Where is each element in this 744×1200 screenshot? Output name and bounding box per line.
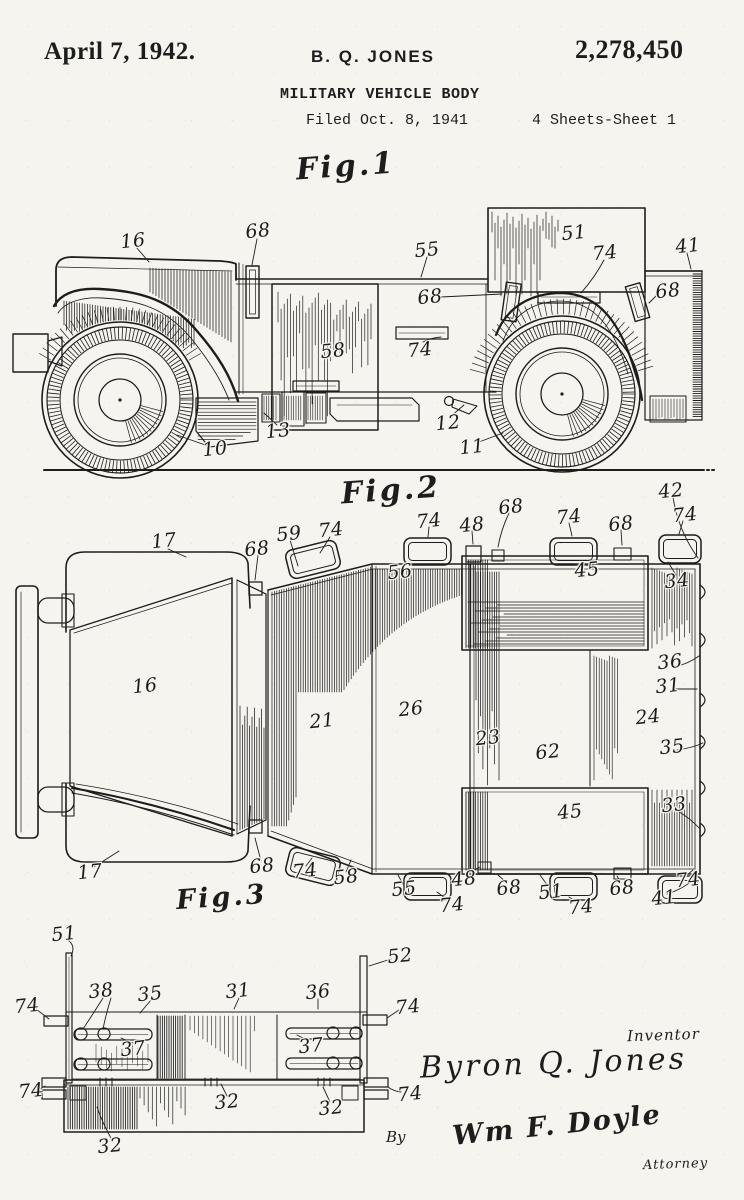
ref-numeral-fig3-52: 52 — [386, 943, 414, 969]
ref-numeral-fig1-68: 68 — [244, 218, 272, 244]
ref-numeral-fig3-74: 74 — [396, 1081, 424, 1107]
attorney-caption: Attorney — [642, 1155, 709, 1174]
ref-numeral-fig2-35: 35 — [658, 734, 686, 760]
ref-numeral-fig2-59: 59 — [275, 521, 303, 547]
patent-number: 2,278,450 — [575, 35, 684, 64]
ref-numeral-fig2-42: 42 — [657, 478, 685, 504]
ref-numeral-fig3-35: 35 — [136, 981, 164, 1007]
ref-numeral-fig2-68: 68 — [495, 875, 523, 901]
ref-numeral-fig2-48: 48 — [450, 866, 478, 892]
fig3-hatching — [67, 1015, 255, 1130]
ref-numeral-fig2-23: 23 — [474, 725, 502, 751]
ref-numeral-fig3-37: 37 — [297, 1033, 325, 1059]
ref-numeral-fig2-17: 17 — [76, 859, 104, 885]
ref-numeral-fig1-41: 41 — [674, 233, 702, 259]
ref-numeral-fig2-41: 41 — [650, 885, 678, 911]
ref-numeral-fig2-56: 56 — [386, 559, 414, 585]
ref-numeral-fig1-12: 12 — [434, 410, 462, 436]
ref-numeral-fig3-32: 32 — [317, 1095, 345, 1121]
filing-date: Filed Oct. 8, 1941 — [306, 112, 469, 129]
ref-numeral-fig3-74: 74 — [394, 994, 422, 1020]
ref-numeral-fig1-58: 58 — [319, 338, 347, 364]
ref-numeral-fig1-68: 68 — [654, 278, 682, 304]
patent-title: MILITARY VEHICLE BODY — [280, 86, 480, 103]
ref-numeral-fig2-21: 21 — [308, 708, 336, 734]
ref-numeral-fig2-68: 68 — [497, 494, 525, 520]
inventor-name: B. Q. JONES — [311, 47, 436, 66]
ref-numeral-fig1-16: 16 — [119, 228, 147, 254]
ref-numeral-fig2-68: 68 — [248, 853, 276, 879]
ref-numeral-fig2-74: 74 — [555, 504, 583, 530]
ref-numeral-fig2-68: 68 — [243, 536, 271, 562]
ref-numeral-fig2-45: 45 — [573, 557, 601, 583]
ref-numeral-fig1-68: 68 — [416, 284, 444, 310]
by-label: By — [386, 1128, 406, 1146]
ref-numeral-fig2-24: 24 — [634, 704, 662, 730]
ref-numeral-fig2-74: 74 — [671, 502, 699, 528]
ref-numeral-fig3-74: 74 — [13, 993, 41, 1019]
ref-numeral-fig2-51: 51 — [537, 879, 565, 905]
ref-numeral-fig3-31: 31 — [224, 978, 252, 1004]
ref-numeral-fig2-55: 55 — [390, 876, 418, 902]
ref-numeral-fig1-55: 55 — [413, 237, 441, 263]
fig2-caption: Fig.2 — [339, 469, 443, 512]
ref-numeral-fig3-36: 36 — [304, 979, 332, 1005]
ref-numeral-fig2-74: 74 — [415, 508, 443, 534]
ref-numeral-fig2-74: 74 — [438, 892, 466, 918]
ref-numeral-fig2-74: 74 — [317, 517, 345, 543]
ref-numeral-fig3-32: 32 — [96, 1133, 124, 1159]
ref-numeral-fig2-16: 16 — [131, 673, 159, 699]
fig1-hatching — [39, 211, 703, 479]
fig2-hatching — [239, 534, 703, 904]
ref-numeral-fig2-45: 45 — [556, 799, 584, 825]
ref-numeral-fig3-51: 51 — [50, 921, 78, 947]
ref-numeral-fig2-74: 74 — [567, 894, 595, 920]
ref-numeral-fig1-11: 11 — [458, 434, 486, 460]
ref-numeral-fig1-74: 74 — [406, 337, 434, 363]
ref-numeral-fig2-36: 36 — [656, 649, 684, 675]
ref-numeral-fig3-32: 32 — [213, 1089, 241, 1115]
ref-numeral-fig2-74: 74 — [291, 858, 319, 884]
fig2-plan-view — [15, 496, 706, 904]
ref-numeral-fig2-58: 58 — [332, 864, 360, 890]
ref-numeral-fig2-31: 31 — [654, 673, 682, 699]
ref-numeral-fig3-74: 74 — [17, 1078, 45, 1104]
ref-numeral-fig2-62: 62 — [534, 739, 562, 765]
ref-numeral-fig1-10: 10 — [201, 436, 229, 462]
ref-numeral-fig2-33: 33 — [660, 792, 688, 818]
fig1-leader-lines — [135, 238, 692, 447]
ref-numeral-fig2-74: 74 — [674, 867, 702, 893]
patent-date: April 7, 1942. — [44, 38, 196, 65]
fig3-caption: Fig.3 — [175, 878, 269, 917]
fig3-leader-lines — [35, 939, 402, 1141]
fig3-section-view — [35, 939, 402, 1141]
ref-numeral-fig1-51: 51 — [560, 220, 588, 246]
ref-numeral-fig2-68: 68 — [607, 511, 635, 537]
ref-numeral-fig2-17: 17 — [150, 528, 178, 554]
fig1-caption: Fig.1 — [294, 145, 398, 188]
ref-numeral-fig2-34: 34 — [663, 568, 691, 594]
ref-numeral-fig3-37: 37 — [119, 1036, 147, 1062]
ref-numeral-fig3-38: 38 — [87, 978, 115, 1004]
ref-numeral-fig2-48: 48 — [458, 512, 486, 538]
fig2-leader-lines — [93, 496, 704, 904]
sheet-info: 4 Sheets-Sheet 1 — [532, 112, 677, 129]
ref-numeral-fig2-68: 68 — [608, 875, 636, 901]
ref-numeral-fig1-74: 74 — [591, 240, 619, 266]
fig1-side-view — [12, 207, 717, 471]
ref-numeral-fig2-26: 26 — [397, 696, 425, 722]
ref-numeral-fig1-13: 13 — [264, 418, 292, 444]
